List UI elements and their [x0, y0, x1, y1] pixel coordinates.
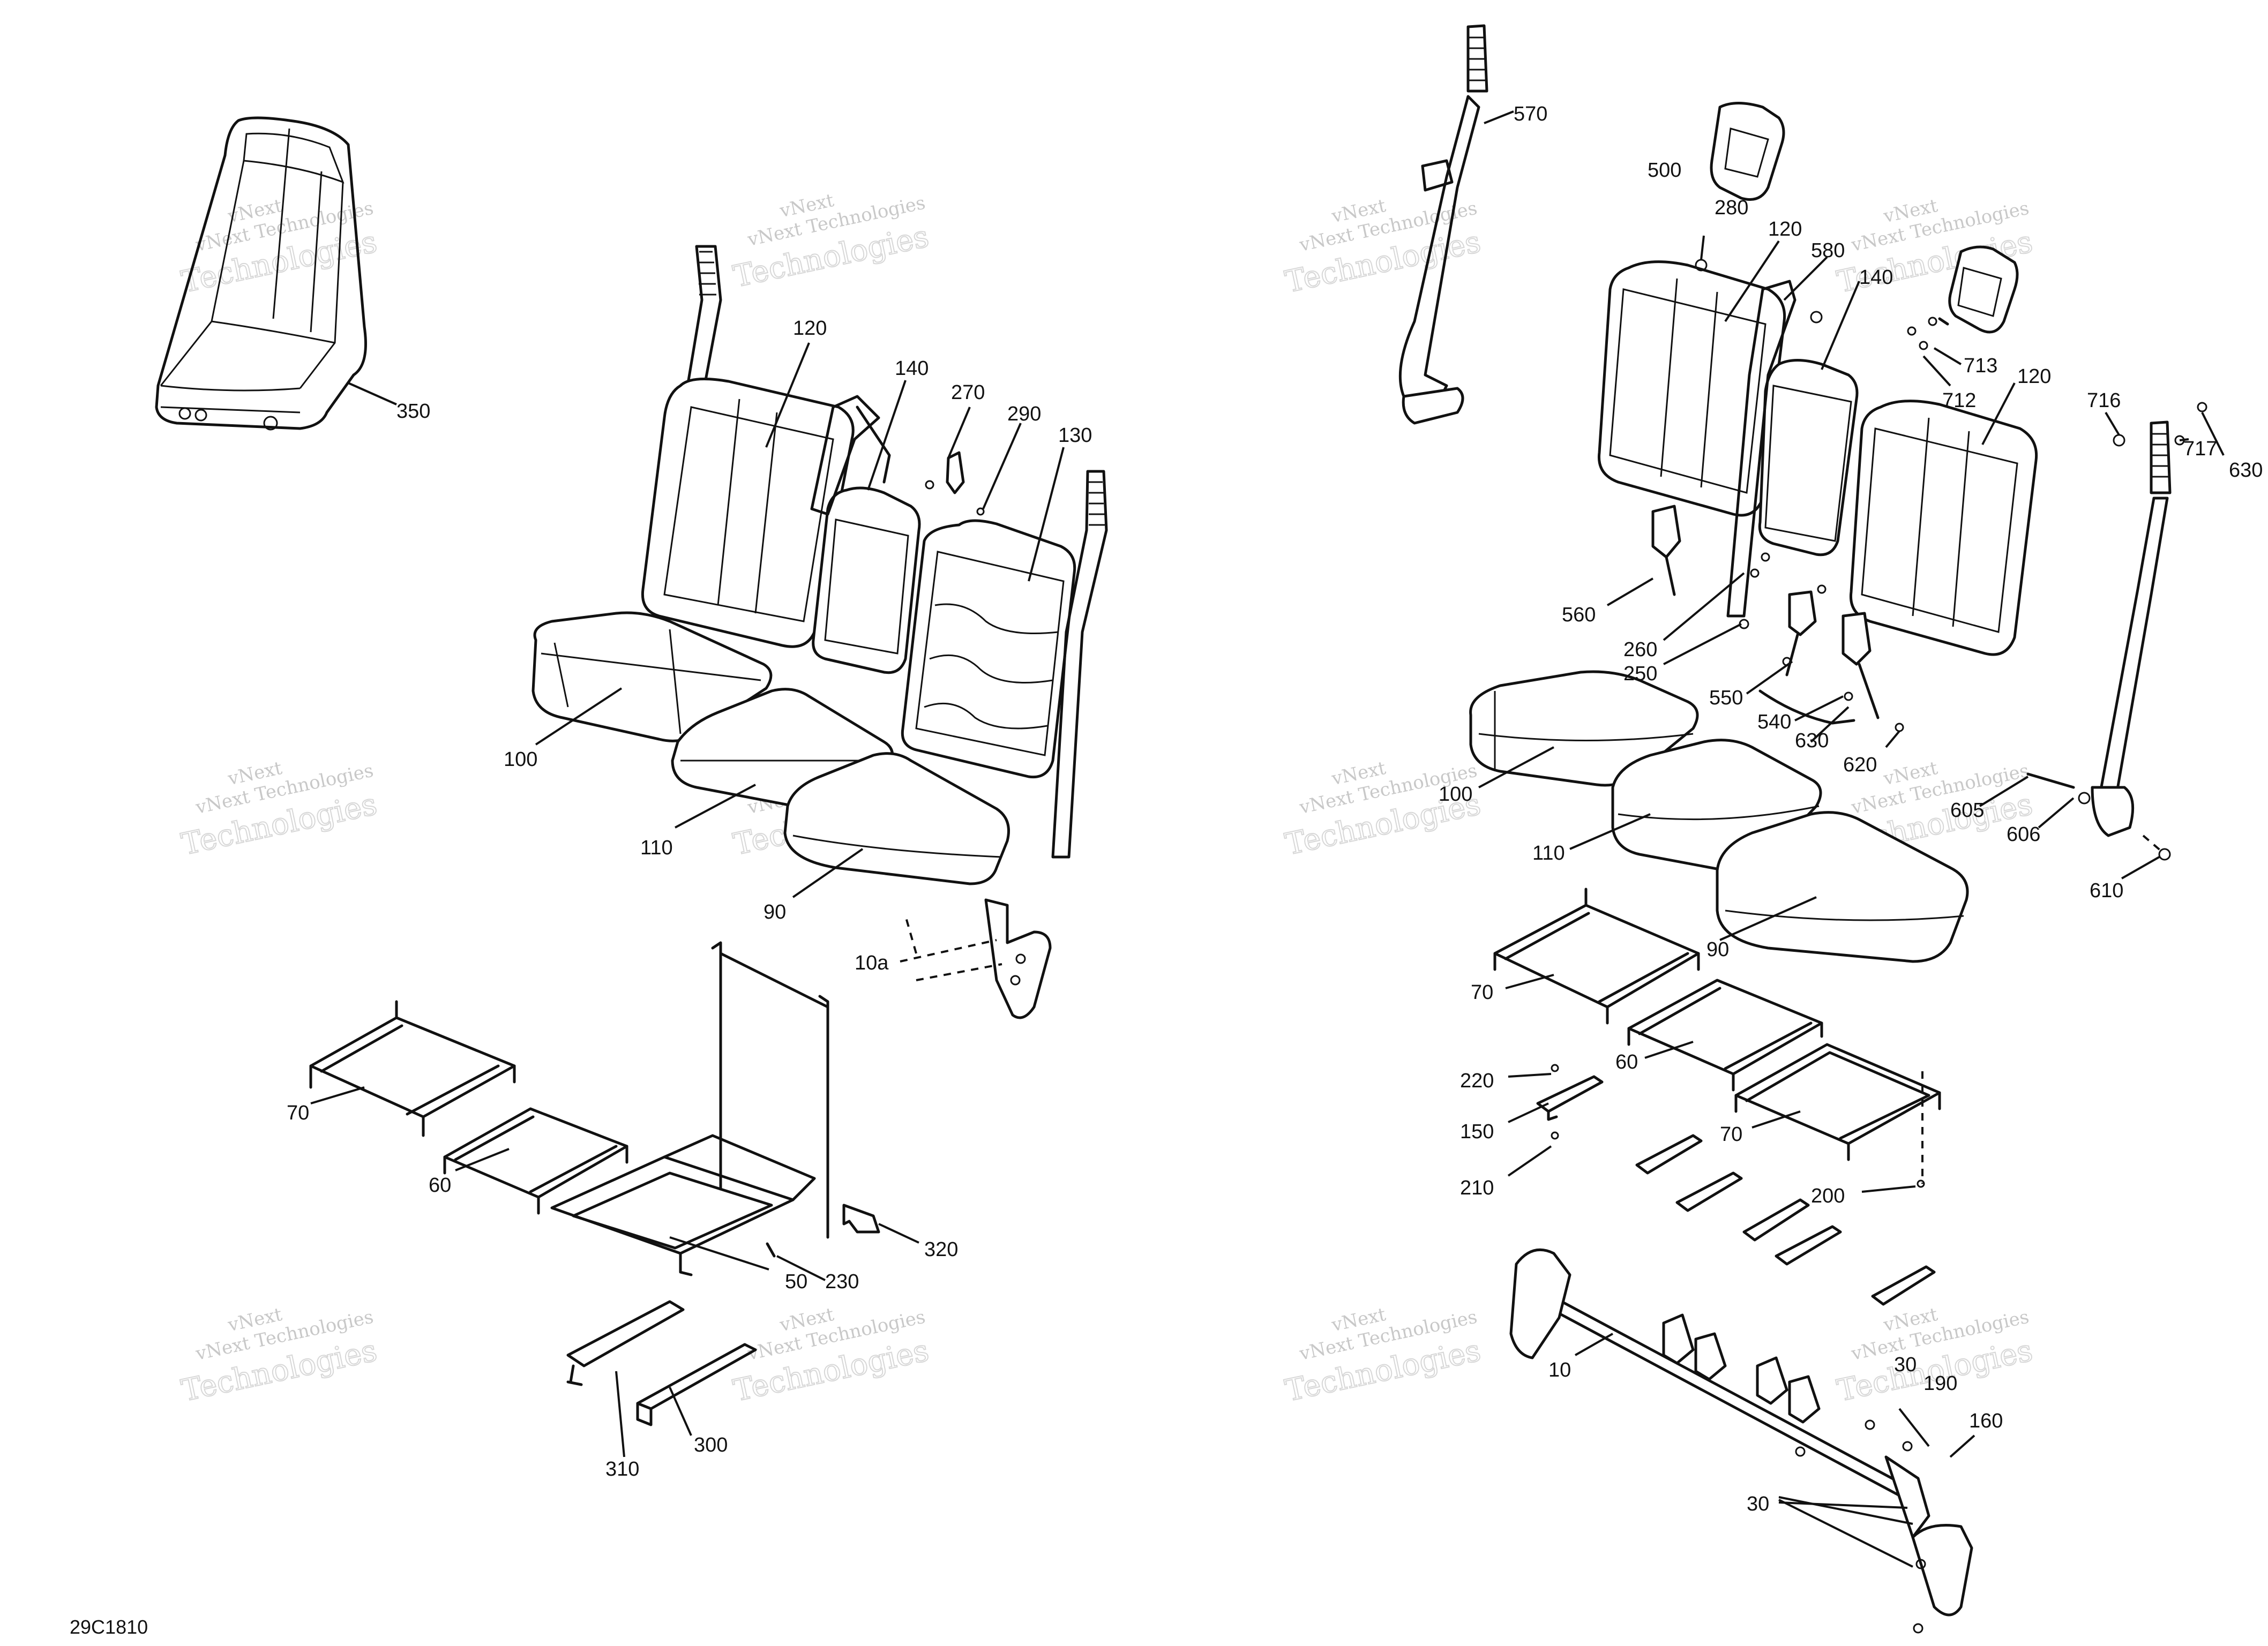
callout-716: 716: [2087, 389, 2121, 412]
callout-717: 717: [2183, 438, 2217, 460]
callout-100: 100: [1439, 783, 1472, 806]
leader-lines: [310, 110, 2225, 1568]
callout-70: 70: [1471, 981, 1493, 1004]
callout-110: 110: [1532, 842, 1565, 865]
callout-200: 200: [1811, 1185, 1845, 1207]
callout-140: 140: [1859, 266, 1893, 289]
callout-60: 60: [1615, 1051, 1638, 1073]
callout-120: 120: [2017, 365, 2051, 388]
callout-90: 90: [764, 901, 786, 923]
callout-60: 60: [429, 1174, 451, 1197]
callout-50: 50: [785, 1271, 807, 1293]
callout-190: 190: [1923, 1372, 1957, 1395]
callout-150: 150: [1460, 1121, 1494, 1143]
callout-230: 230: [825, 1271, 859, 1293]
callout-630: 630: [2229, 459, 2263, 482]
callout-70: 70: [287, 1102, 309, 1124]
callout-350: 350: [396, 400, 430, 423]
callout-630: 630: [1795, 730, 1829, 752]
base-frame-10: [1509, 1248, 1973, 1634]
rear-seat-cushions-right: [1469, 670, 1969, 963]
callout-290: 290: [1007, 403, 1041, 425]
callout-10a: 10a: [855, 952, 889, 974]
callout-250: 250: [1623, 663, 1657, 685]
diagram-code: 29C1810: [70, 1616, 148, 1638]
seat-frames-left: [309, 941, 880, 1426]
callout-300: 300: [694, 1434, 728, 1456]
callout-310: 310: [605, 1458, 639, 1480]
seat-frames-right: [1493, 888, 1941, 1306]
callout-712: 712: [1942, 389, 1976, 412]
callout-560: 560: [1562, 604, 1596, 626]
callout-120: 120: [793, 317, 827, 340]
callout-30: 30: [1747, 1493, 1769, 1515]
callout-220: 220: [1460, 1070, 1494, 1092]
callout-270: 270: [951, 381, 985, 404]
rear-seat-back-right: [1597, 102, 2207, 861]
callout-90: 90: [1706, 938, 1729, 961]
single-seat-cover: [155, 116, 367, 431]
callout-606: 606: [2007, 823, 2040, 846]
callout-713: 713: [1964, 355, 1997, 377]
callout-540: 540: [1757, 711, 1791, 733]
callout-280: 280: [1715, 197, 1748, 219]
callout-160: 160: [1969, 1410, 2003, 1432]
callout-580: 580: [1811, 239, 1845, 262]
callout-10: 10: [1548, 1359, 1571, 1381]
callout-605: 605: [1950, 799, 1984, 822]
bench-seat-left: [532, 245, 1108, 1019]
callout-260: 260: [1623, 638, 1657, 661]
callout-130: 130: [1058, 424, 1092, 447]
callout-labels: 350 120 140 270 290 130 100 110 90 10a 7…: [287, 103, 2263, 1515]
callout-500: 500: [1648, 159, 1681, 182]
callout-320: 320: [924, 1238, 958, 1261]
seat-belt-570: [1398, 24, 1488, 425]
callout-100: 100: [504, 748, 537, 771]
callout-140: 140: [895, 357, 929, 380]
callout-570: 570: [1514, 103, 1547, 125]
callout-550: 550: [1709, 687, 1743, 709]
callout-620: 620: [1843, 754, 1877, 776]
callout-30: 30: [1894, 1354, 1917, 1376]
callout-110: 110: [640, 837, 673, 859]
callout-610: 610: [2090, 880, 2123, 902]
callout-70: 70: [1720, 1123, 1742, 1146]
callout-210: 210: [1460, 1177, 1494, 1199]
callout-120: 120: [1768, 218, 1802, 240]
